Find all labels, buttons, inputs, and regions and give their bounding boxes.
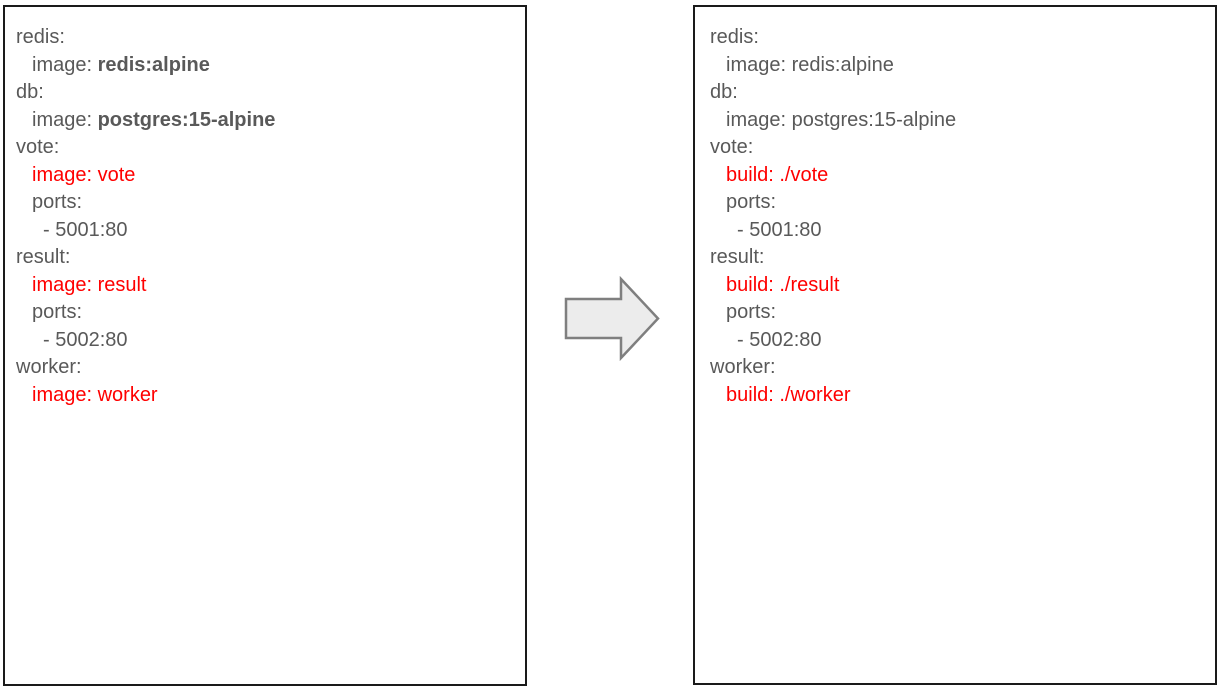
yaml-line: build: ./vote xyxy=(710,162,1205,190)
yaml-text-segment: build: ./vote xyxy=(726,163,829,186)
yaml-line: worker: xyxy=(16,354,515,382)
yaml-text-segment: result: xyxy=(16,246,71,268)
yaml-text-segment: result: xyxy=(710,246,765,268)
yaml-line: image: postgres:15-alpine xyxy=(710,107,1205,135)
yaml-line: ports: xyxy=(710,189,1205,217)
yaml-text-segment: redis: xyxy=(16,26,65,48)
yaml-text-segment: db: xyxy=(710,81,738,103)
yaml-line: ports: xyxy=(710,299,1205,327)
yaml-text-segment: image: postgres:15-alpine xyxy=(726,108,957,131)
yaml-line: - 5002:80 xyxy=(16,327,515,355)
right-arrow-icon xyxy=(564,276,660,362)
yaml-line: - 5002:80 xyxy=(710,327,1205,355)
yaml-line: db: xyxy=(16,79,515,107)
yaml-text-segment: vote: xyxy=(16,136,60,158)
yaml-line: image: postgres:15-alpine xyxy=(16,107,515,135)
yaml-line: ports: xyxy=(16,299,515,327)
yaml-text-segment: ports: xyxy=(32,191,83,213)
yaml-line: build: ./worker xyxy=(710,382,1205,410)
yaml-line: redis: xyxy=(16,24,515,52)
yaml-text-segment: postgres:15-alpine xyxy=(97,108,276,131)
yaml-text-segment: image: xyxy=(32,53,98,76)
yaml-line: image: worker xyxy=(16,382,515,410)
yaml-line: redis: xyxy=(710,24,1205,52)
yaml-text-segment: - 5002:80 xyxy=(737,328,822,351)
yaml-line: worker: xyxy=(710,354,1205,382)
yaml-text-segment: image: xyxy=(32,108,98,131)
yaml-line: vote: xyxy=(710,134,1205,162)
yaml-line: image: redis:alpine xyxy=(710,52,1205,80)
yaml-text-segment: - 5001:80 xyxy=(737,218,822,241)
yaml-text-segment: vote: xyxy=(710,136,754,158)
yaml-text-segment: db: xyxy=(16,81,44,103)
yaml-text-segment: ports: xyxy=(32,301,83,323)
yaml-text-segment: redis:alpine xyxy=(97,53,210,76)
yaml-text-segment: ports: xyxy=(726,191,777,213)
yaml-line: - 5001:80 xyxy=(710,217,1205,245)
yaml-text-segment: build: ./result xyxy=(726,273,840,296)
yaml-text-segment: worker: xyxy=(710,356,776,378)
yaml-line: result: xyxy=(16,244,515,272)
yaml-line: build: ./result xyxy=(710,272,1205,300)
yaml-text-segment: image: redis:alpine xyxy=(726,53,894,76)
yaml-line: image: result xyxy=(16,272,515,300)
transform-arrow xyxy=(564,276,661,362)
yaml-line: - 5001:80 xyxy=(16,217,515,245)
yaml-line: db: xyxy=(710,79,1205,107)
yaml-line: image: redis:alpine xyxy=(16,52,515,80)
yaml-line: image: vote xyxy=(16,162,515,190)
yaml-text-segment: image: result xyxy=(32,273,147,296)
yaml-line: result: xyxy=(710,244,1205,272)
yaml-text-segment: image: worker xyxy=(32,383,158,406)
yaml-text-segment: ports: xyxy=(726,301,777,323)
yaml-text-segment: redis: xyxy=(710,26,759,48)
yaml-text-segment: worker: xyxy=(16,356,82,378)
yaml-text-segment: - 5001:80 xyxy=(43,218,128,241)
yaml-text-segment: build: ./worker xyxy=(726,383,851,406)
yaml-text-segment: image: vote xyxy=(32,163,136,186)
yaml-line: vote: xyxy=(16,134,515,162)
yaml-line: ports: xyxy=(16,189,515,217)
yaml-text-segment: - 5002:80 xyxy=(43,328,128,351)
compose-after-panel: redis: image: redis:alpine db: image: postg… xyxy=(693,5,1217,685)
